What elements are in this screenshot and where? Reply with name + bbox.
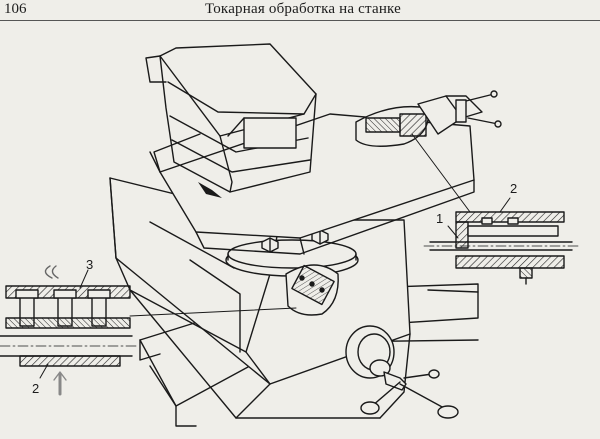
callout-3-left: 3	[86, 257, 94, 272]
cross-feed-screw	[285, 264, 339, 316]
cross-feed-handwheel	[345, 325, 459, 419]
page-header: 106 Токарная обработка на станке	[0, 0, 600, 21]
page-number: 106	[4, 1, 27, 17]
compound-screw-cutaway	[355, 95, 483, 147]
running-title: Токарная обработка на станке	[205, 1, 402, 17]
compound-handles	[455, 90, 502, 128]
tool-post	[145, 43, 317, 193]
callout-2-right: 2	[510, 181, 518, 196]
detail-section-left	[0, 265, 137, 396]
cross-slide-body	[109, 177, 411, 419]
lathe-carriage-drawing	[0, 43, 579, 427]
lathe-carriage-figure: 2 1 3 2	[0, 22, 600, 439]
detail-section-right	[423, 211, 579, 285]
callout-1-right: 1	[436, 211, 444, 226]
leader-lines	[39, 133, 511, 379]
clamp-nut-left	[261, 237, 279, 253]
callout-2-left: 2	[32, 381, 40, 396]
